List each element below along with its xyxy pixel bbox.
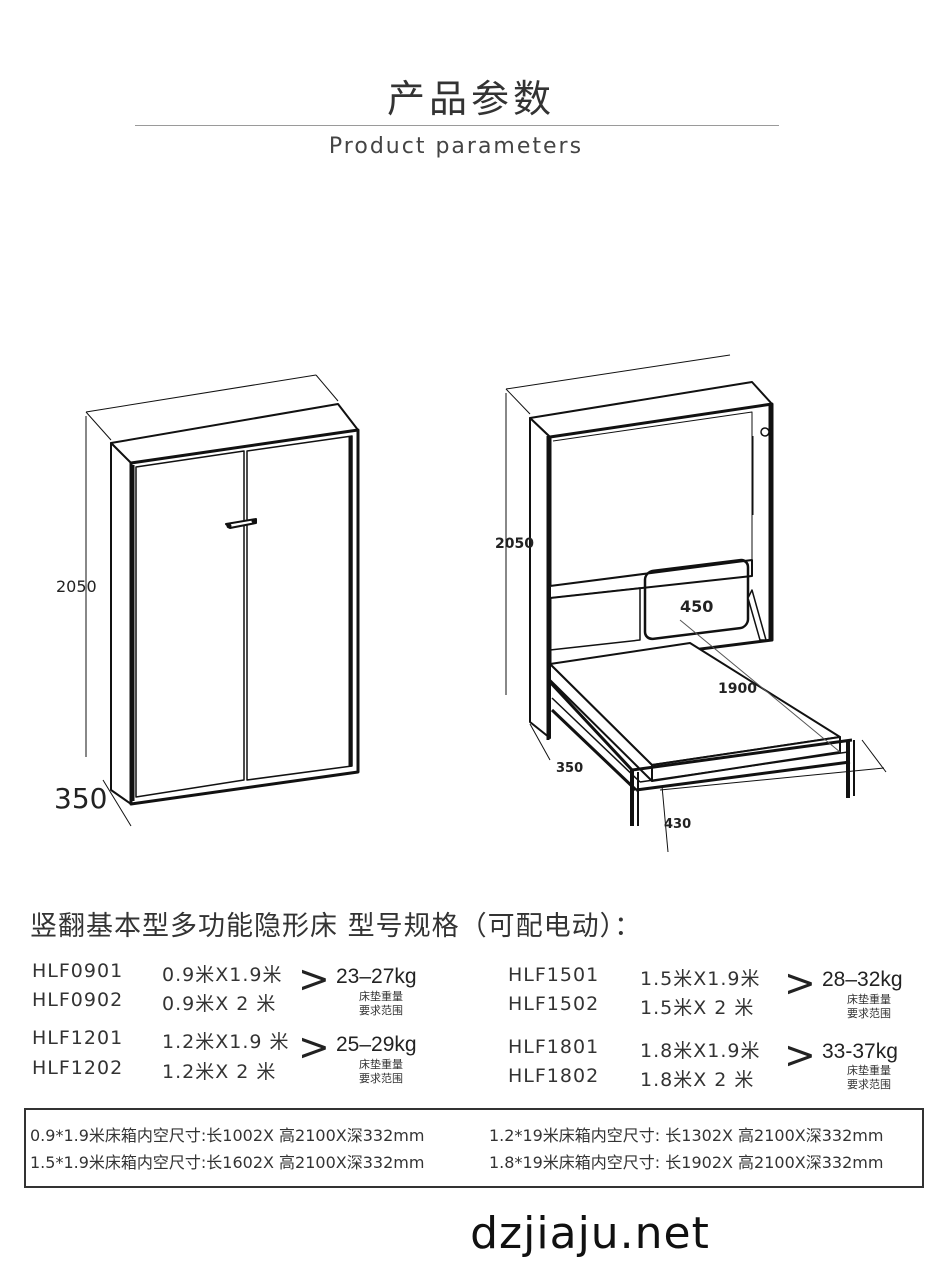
model-code: HLF1202 xyxy=(32,1057,124,1079)
bed-height-label: 2050 xyxy=(495,536,534,552)
headboard-height-label: 450 xyxy=(680,597,713,616)
closed-cabinet-diagram xyxy=(85,374,360,827)
model-code: HLF1201 xyxy=(32,1027,124,1049)
weight-note: 要求范围 xyxy=(359,1072,403,1085)
weight-range: 33-37kg xyxy=(822,1040,898,1063)
model-size: 1.2米X 2 米 xyxy=(162,1061,277,1083)
model-code: HLF1501 xyxy=(508,964,600,986)
weight-range: 23–27kg xyxy=(336,965,417,988)
weight-range: 25–29kg xyxy=(336,1033,417,1056)
chevron-right-icon: > xyxy=(298,1025,330,1069)
bed-length-label: 1900 xyxy=(718,681,757,697)
model-size: 0.9米X 2 米 xyxy=(162,993,277,1015)
model-code: HLF1502 xyxy=(508,993,600,1015)
weight-range: 28–32kg xyxy=(822,968,903,991)
model-size: 1.5米X1.9米 xyxy=(640,968,761,990)
model-code: HLF0902 xyxy=(32,989,124,1011)
model-code: HLF1801 xyxy=(508,1036,600,1058)
weight-note: 床垫重量 xyxy=(359,1058,403,1071)
model-size: 1.8米X1.9米 xyxy=(640,1040,761,1062)
weight-note: 要求范围 xyxy=(847,1007,891,1020)
site-watermark: dzjiaju.net xyxy=(470,1208,710,1259)
cabinet-depth-label: 350 xyxy=(54,782,107,815)
bed-depth-label: 350 xyxy=(556,761,583,776)
cabinet-height-label: 2050 xyxy=(56,577,97,596)
model-size: 1.8米X 2 米 xyxy=(640,1069,755,1091)
chevron-right-icon: > xyxy=(298,957,330,1001)
inner-size-line: 0.9*1.9米床箱内空尺寸:长1002X 高2100X深332mm xyxy=(30,1126,425,1145)
model-size: 0.9米X1.9米 xyxy=(162,964,283,986)
chevron-right-icon: > xyxy=(784,1033,816,1077)
leg-height-label: 430 xyxy=(664,817,691,832)
weight-note: 床垫重量 xyxy=(847,1064,891,1077)
inner-size-line: 1.2*19米床箱内空尺寸: 长1302X 高2100X深332mm xyxy=(489,1126,884,1145)
model-size: 1.5米X 2 米 xyxy=(640,997,755,1019)
product-diagrams: 2050 350 xyxy=(54,354,887,853)
inner-dimensions-box xyxy=(24,1108,924,1188)
model-code: HLF0901 xyxy=(32,960,124,982)
weight-note: 要求范围 xyxy=(847,1078,891,1091)
page-subtitle: Product parameters xyxy=(328,134,584,159)
spec-heading: 竖翻基本型多功能隐形床 型号规格（可配电动）： xyxy=(30,911,643,942)
chevron-right-icon: > xyxy=(784,961,816,1005)
weight-note: 要求范围 xyxy=(359,1004,403,1017)
weight-note: 床垫重量 xyxy=(359,990,403,1003)
title-divider xyxy=(135,125,779,126)
inner-size-line: 1.8*19米床箱内空尺寸: 长1902X 高2100X深332mm xyxy=(489,1153,884,1172)
model-size: 1.2米X1.9 米 xyxy=(162,1031,290,1053)
weight-note: 床垫重量 xyxy=(847,993,891,1006)
open-bed-diagram xyxy=(505,354,887,853)
page-title: 产品参数 xyxy=(386,77,555,121)
inner-size-line: 1.5*1.9米床箱内空尺寸:长1602X 高2100X深332mm xyxy=(30,1153,425,1172)
model-code: HLF1802 xyxy=(508,1065,600,1087)
